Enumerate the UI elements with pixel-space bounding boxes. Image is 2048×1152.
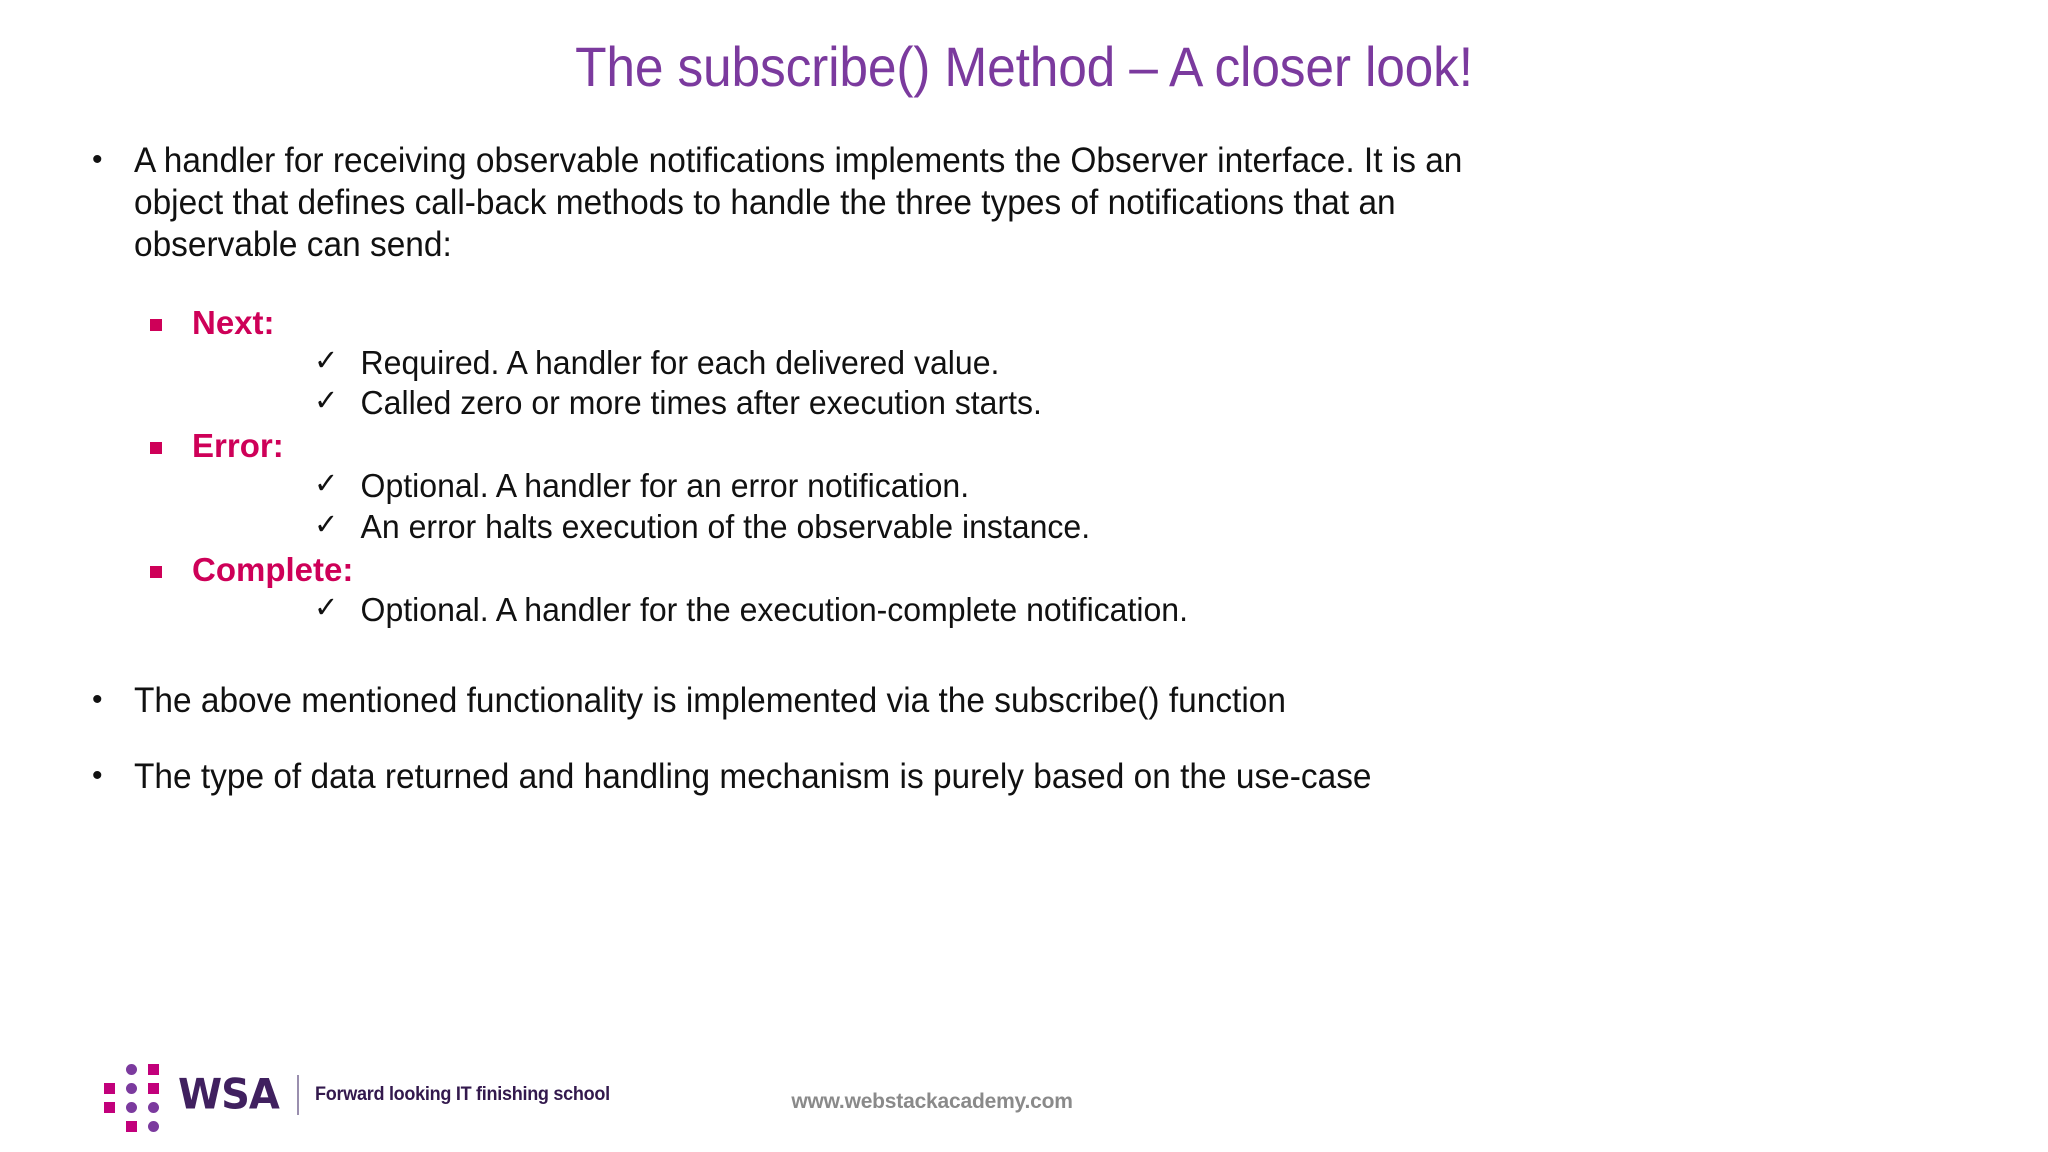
list-item-text: Optional. A handler for the execution-co… <box>360 590 1189 628</box>
bullet-dot-icon: • <box>92 759 103 793</box>
spacer <box>76 630 1976 680</box>
group-heading-complete: Complete: <box>76 551 1976 590</box>
check-icon: ✓ <box>314 508 339 541</box>
list-item: ✓ Optional. A handler for the execution-… <box>76 590 1976 630</box>
group-heading-complete-label: Complete: <box>192 550 354 588</box>
spacer <box>76 266 1976 300</box>
square-bullet-icon <box>76 304 162 331</box>
intro-bullet-row: • A handler for receiving observable not… <box>76 140 1976 266</box>
slide-footer: WSA Forward looking IT finishing school … <box>0 1032 2048 1152</box>
list-item-text: An error halts execution of the observab… <box>360 507 1091 545</box>
closing-bullet-row-1: • The above mentioned functionality is i… <box>76 680 1976 722</box>
closing-bullet-text-1: The above mentioned functionality is imp… <box>134 681 1286 721</box>
intro-bullet-text: A handler for receiving observable notif… <box>134 141 1463 264</box>
closing-bullet-text-2: The type of data returned and handling m… <box>134 757 1372 797</box>
square-bullet-icon <box>76 427 162 455</box>
page-title: The subscribe() Method – A closer look! <box>575 35 1473 98</box>
list-item: ✓ Optional. A handler for an error notif… <box>76 466 1976 506</box>
slide-body: • A handler for receiving observable not… <box>76 140 1976 798</box>
list-item: ✓ Called zero or more times after execut… <box>76 383 1976 423</box>
spacer <box>76 722 1976 756</box>
group-heading-error: Error: <box>76 427 1976 466</box>
logo-divider <box>296 1075 299 1115</box>
closing-bullet-row-2: • The type of data returned and handling… <box>76 756 1976 798</box>
check-icon: ✓ <box>314 385 339 418</box>
logo-wordmark: WSA <box>178 1070 280 1120</box>
check-icon: ✓ <box>314 344 339 377</box>
bullet-dot-icon: • <box>92 143 103 176</box>
website-url: www.webstackacademy.com <box>791 1090 1073 1113</box>
logo-tagline: Forward looking IT finishing school <box>314 1084 610 1105</box>
list-item-text: Required. A handler for each delivered v… <box>360 343 1000 381</box>
check-icon: ✓ <box>314 468 339 501</box>
check-icon: ✓ <box>314 591 339 624</box>
group-heading-next-label: Next: <box>192 304 275 341</box>
list-item: ✓ Required. A handler for each delivered… <box>76 343 1976 383</box>
list-item: ✓ An error halts execution of the observ… <box>76 507 1976 547</box>
list-item-text: Optional. A handler for an error notific… <box>360 467 970 505</box>
list-item-text: Called zero or more times after executio… <box>360 384 1042 422</box>
group-heading-next: Next: <box>76 304 1976 343</box>
logo-dot-grid-icon <box>104 1064 166 1132</box>
bullet-dot-icon: • <box>92 683 103 717</box>
wsa-logo: WSA Forward looking IT finishing school <box>104 1060 625 1132</box>
group-heading-error-label: Error: <box>192 427 284 465</box>
square-bullet-icon <box>76 551 162 578</box>
